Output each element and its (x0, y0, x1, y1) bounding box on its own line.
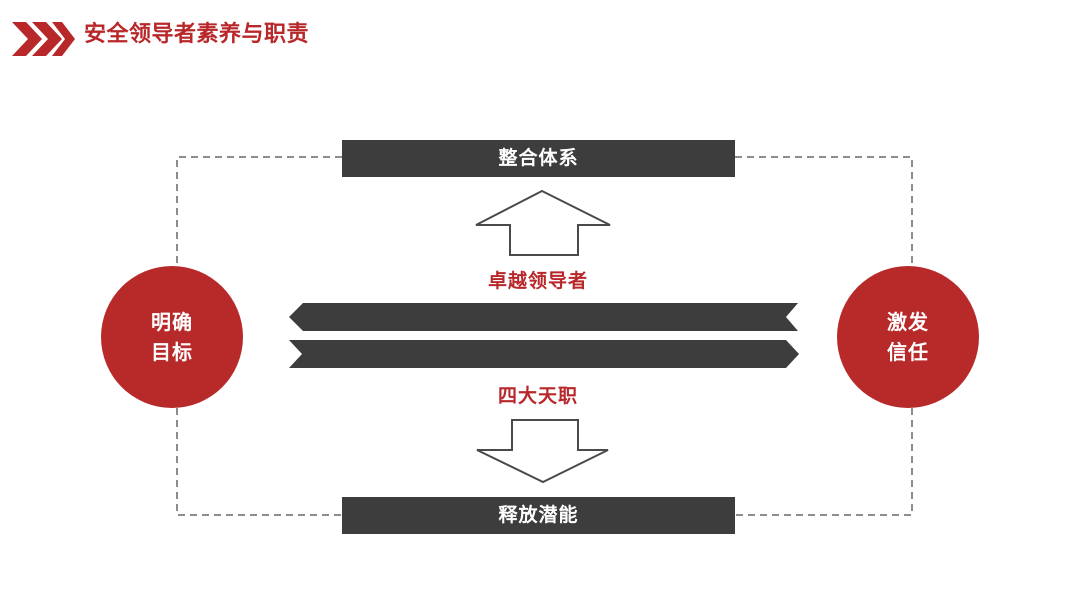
left-circle-line2: 目标 (151, 340, 193, 364)
center-label-four-duties: 四大天职 (497, 385, 578, 407)
bottom-bar-release-potential: 释放潜能 (342, 497, 735, 534)
chevron-icon-2 (32, 22, 62, 56)
left-circle-line1: 明确 (151, 310, 193, 334)
dashed-frame (176, 156, 913, 516)
top-bar-integrate-system: 整合体系 (342, 140, 735, 177)
dashed-frame-bottom-left (176, 408, 342, 516)
up-arrow-icon (475, 189, 611, 256)
center-label-excellent-leader: 卓越领导者 (487, 270, 588, 292)
right-circle-inspire-trust: 激发 信任 (837, 266, 979, 408)
dashed-frame-top-right (735, 156, 913, 266)
left-circle-clear-goals: 明确 目标 (101, 266, 243, 408)
dashed-frame-bottom-right (735, 408, 913, 516)
dashed-frame-top-left (176, 156, 342, 266)
right-circle-line2: 信任 (887, 340, 929, 364)
left-arrow-band-icon (289, 303, 798, 331)
page-title: 安全领导者素养与职责 (84, 22, 310, 47)
chevron-icon-3 (52, 22, 75, 56)
right-arrow-band-icon (289, 340, 799, 368)
chevron-icon-1 (12, 22, 42, 56)
right-circle-line1: 激发 (887, 310, 929, 334)
down-arrow-icon (476, 419, 609, 484)
header-chevron-icon (12, 22, 75, 56)
